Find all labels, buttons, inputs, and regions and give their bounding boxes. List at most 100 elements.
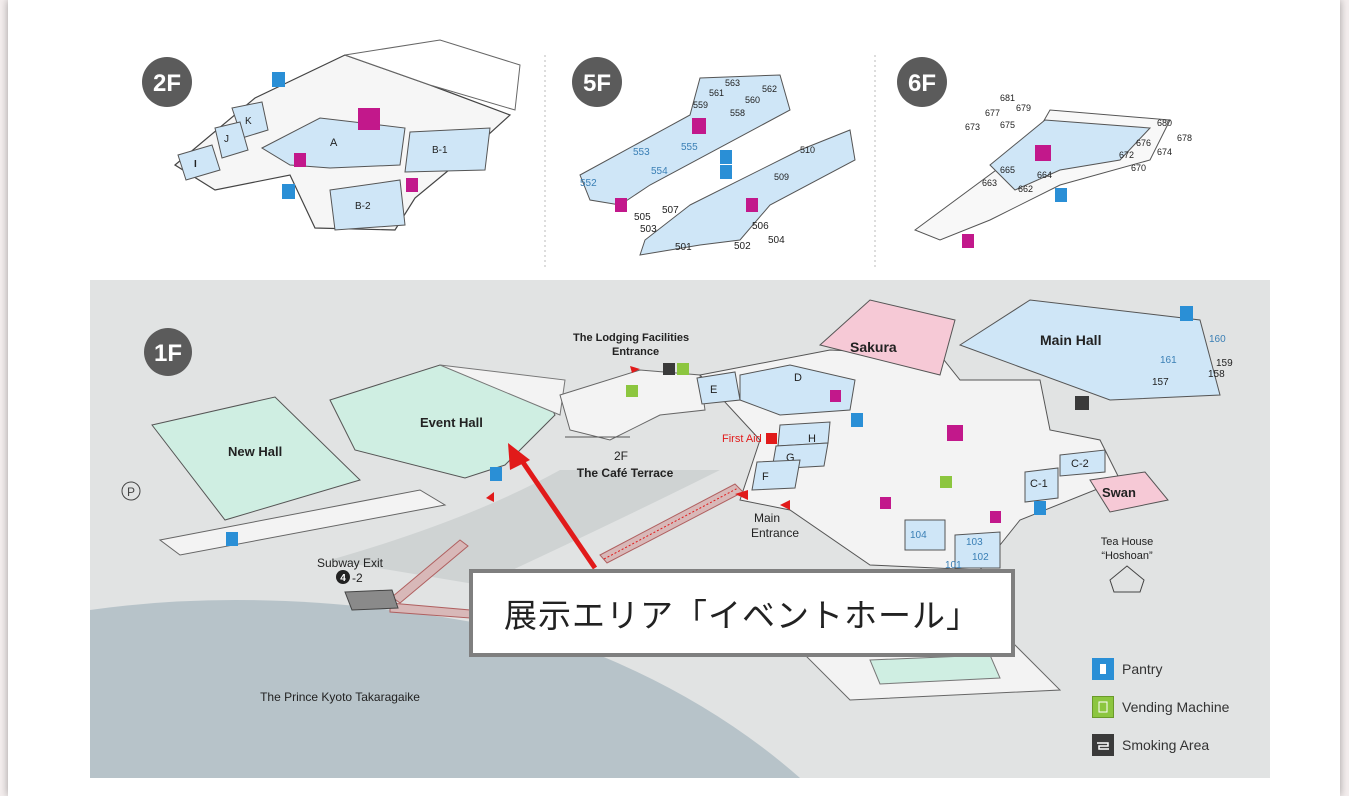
restroom-icon [294, 153, 306, 167]
entrance-marker [735, 490, 748, 500]
room-f[interactable] [751, 459, 801, 491]
room-c2-label: C-2 [1071, 458, 1089, 470]
room-c2[interactable] [1059, 449, 1106, 477]
restroom-icon [746, 198, 758, 212]
room-670-label: 670 [1131, 163, 1146, 173]
room-103-102[interactable] [954, 531, 1001, 569]
room-160-label: 160 [1209, 334, 1226, 345]
subway-exit-suffix: -2 [352, 571, 363, 585]
restroom-icon [406, 178, 418, 192]
room-b1-label: B-1 [432, 145, 448, 156]
room-681-label: 681 [1000, 93, 1015, 103]
swan-label: Swan [1102, 485, 1136, 500]
restroom-icon [990, 511, 1001, 523]
legend-label: Smoking Area [1122, 737, 1210, 753]
floor-badge-2f-circle [142, 57, 192, 107]
restroom-icon [880, 497, 891, 509]
floor-badge-5f: 5F [583, 70, 611, 97]
room-679-label: 679 [1016, 103, 1031, 113]
room-672-label: 672 [1119, 150, 1134, 160]
room-673-label: 673 [965, 122, 980, 132]
cafe-floor-label: 2F [614, 449, 628, 463]
restroom-icon [962, 234, 974, 248]
restroom-icon [830, 390, 841, 402]
legend-item-vending: Vending Machine [1092, 694, 1272, 720]
legend-item-pantry: Pantry [1092, 656, 1272, 682]
room-e[interactable] [696, 371, 741, 405]
floor-badge-1f-circle [144, 328, 192, 376]
room-157-label: 157 [1152, 377, 1169, 388]
entrance-marker [630, 366, 640, 373]
first-aid-icon [766, 433, 777, 444]
new-hall-area [151, 396, 361, 521]
sakura-room[interactable] [818, 299, 956, 376]
room-104-label: 104 [910, 530, 927, 541]
room-505-label: 505 [634, 212, 651, 223]
walkway-path [603, 487, 739, 560]
sakura-label: Sakura [850, 339, 897, 355]
restroom-icon [358, 108, 380, 130]
legend-item-smoking: Smoking Area [1092, 732, 1272, 758]
room-502-label: 502 [734, 241, 751, 252]
room-664-label: 664 [1037, 170, 1052, 180]
restroom-icon [615, 198, 627, 212]
floor-1f-map: 1F New Hall P Event Hall The Lodging Fac… [90, 280, 1270, 778]
room-558-label: 558 [730, 108, 745, 118]
main-entrance-label-2: Entrance [751, 526, 799, 540]
swan-room[interactable] [1089, 471, 1169, 513]
room-104[interactable] [904, 519, 946, 551]
floor-badge-2f: 2F [153, 70, 181, 97]
floor-5f-east-wing [639, 129, 856, 256]
main-hall-room[interactable] [958, 299, 1221, 401]
floor-6f-map: 6F 681 679 677 673 675 680 678 676 674 6… [897, 57, 1192, 248]
floor-5f-map: 5F 563 562 561 560 559 558 553 555 554 5… [572, 57, 856, 256]
room-k-label: K [245, 116, 252, 127]
room-559-label: 559 [693, 100, 708, 110]
room-504-label: 504 [768, 235, 785, 246]
room-161-label: 161 [1160, 355, 1177, 366]
room-552-label: 552 [580, 178, 597, 189]
smoking-area-icon [1092, 734, 1114, 756]
room-d-label: D [794, 372, 802, 384]
floor-6f-rooms [989, 119, 1152, 191]
room-506-label: 506 [752, 221, 769, 232]
pantry-icon [1055, 188, 1067, 202]
road [330, 470, 720, 585]
floor-badge-5f-circle [572, 57, 622, 107]
pantry-icon [272, 72, 285, 87]
legend-label: Vending Machine [1122, 699, 1230, 715]
new-hall-label: New Hall [228, 444, 282, 459]
room-555-label: 555 [681, 142, 698, 153]
room-662-label: 662 [1018, 184, 1033, 194]
room-e-label: E [710, 384, 717, 396]
room-101-label: 101 [945, 560, 962, 571]
room-561-label: 561 [709, 88, 724, 98]
parking-label: P [127, 485, 135, 499]
room-680-label: 680 [1157, 118, 1172, 128]
room-h[interactable] [777, 421, 831, 447]
pantry-icon [282, 184, 295, 199]
cafe-label: The Café Terrace [577, 466, 674, 480]
main-entrance-label: Main [754, 511, 780, 525]
room-507-label: 507 [662, 205, 679, 216]
vending-machine-icon [626, 385, 638, 397]
pantry-icon [720, 150, 732, 164]
entrance-marker [486, 492, 494, 502]
floor-badge-1f: 1F [154, 340, 182, 367]
tea-house-icon [1109, 565, 1145, 593]
room-j-label: J [224, 134, 229, 145]
pantry-icon [1180, 306, 1193, 321]
lodging-label: The Lodging Facilities [573, 332, 689, 344]
room-510-label: 510 [800, 145, 815, 155]
room-674-label: 674 [1157, 147, 1172, 157]
floor-badge-6f: 6F [908, 70, 936, 97]
hotel-label: The Prince Kyoto Takaragaike [260, 690, 420, 704]
callout-arrow [515, 453, 598, 570]
room-i [177, 144, 221, 181]
pantry-icon [851, 413, 863, 427]
room-c1[interactable] [1024, 467, 1059, 503]
room-562-label: 562 [762, 84, 777, 94]
smoking-area-icon [663, 363, 675, 375]
floor-2f-terrace [344, 39, 521, 111]
lodging-wing [559, 369, 706, 441]
